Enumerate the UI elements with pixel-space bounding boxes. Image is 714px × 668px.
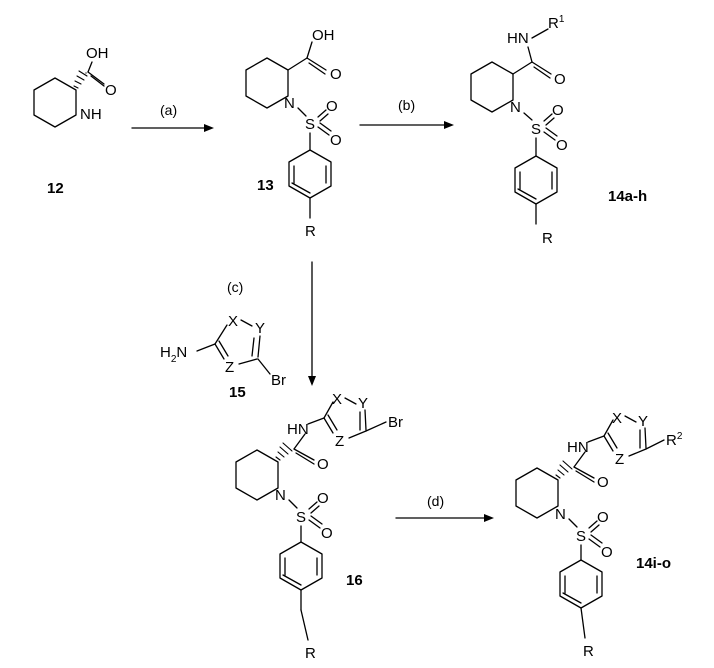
compound-13-structure: OH O N S O O R xyxy=(245,27,342,240)
condition-b: (b) xyxy=(398,97,415,113)
atom-oh-12: OH xyxy=(86,45,109,62)
condition-d: (d) xyxy=(427,493,444,509)
atom-n-13: N xyxy=(284,95,295,112)
atom-n-14ah: N xyxy=(510,99,521,116)
atom-oh-13: OH xyxy=(312,27,335,44)
atom-x-16: X xyxy=(332,391,342,408)
atom-o-14ah-b: O xyxy=(552,102,564,119)
atom-o-13: O xyxy=(330,66,342,83)
atom-n-14io: N xyxy=(555,506,566,523)
compound-label-14a-h: 14a-h xyxy=(608,188,647,205)
atom-r1-14ah: R1 xyxy=(548,14,565,32)
atom-o-16: O xyxy=(317,456,329,473)
atom-s-16: S xyxy=(296,509,306,526)
atom-y-15: Y xyxy=(255,320,265,337)
atom-o-13c: O xyxy=(330,132,342,149)
atom-h2n-15: H2N xyxy=(160,344,187,365)
atom-z-14io: Z xyxy=(615,451,624,468)
atom-hn-14ah: HN xyxy=(507,30,529,47)
atom-s-14ah: S xyxy=(531,121,541,138)
compound-label-15: 15 xyxy=(229,384,246,401)
compound-14a-h-structure: HN R1 O N S O O R xyxy=(470,14,568,247)
atom-r-14ah: R xyxy=(542,230,553,247)
atom-o-14io-b: O xyxy=(597,509,609,526)
condition-c: (c) xyxy=(227,279,243,295)
arrow-c xyxy=(308,261,316,386)
atom-o-13b: O xyxy=(326,98,338,115)
compound-16-structure: O HN X Y Z Br N S O O R xyxy=(235,391,403,662)
atom-br-15: Br xyxy=(271,372,286,389)
atom-o-14ah: O xyxy=(554,71,566,88)
atom-n-16: N xyxy=(275,487,286,504)
atom-y-16: Y xyxy=(358,395,368,412)
atom-r-16: R xyxy=(305,645,316,662)
atom-nh-12: NH xyxy=(80,106,102,123)
atom-r2-14io: R2 xyxy=(666,431,683,449)
atom-hn-16: HN xyxy=(287,421,309,438)
compound-14i-o-structure: O HN X Y Z R2 N S O O R xyxy=(515,410,683,660)
atom-o-14io-c: O xyxy=(601,544,613,561)
atom-br-16: Br xyxy=(388,414,403,431)
atom-hn-14io: HN xyxy=(567,439,589,456)
arrow-a xyxy=(131,124,214,132)
atom-s-14io: S xyxy=(576,528,586,545)
compound-12-structure: OH O NH xyxy=(33,45,117,128)
atom-o-14io: O xyxy=(597,474,609,491)
compound-label-16: 16 xyxy=(346,572,363,589)
compound-15-structure: H2N X Y Z Br xyxy=(160,313,286,389)
compound-label-14i-o: 14i-o xyxy=(636,555,671,572)
compound-label-12: 12 xyxy=(47,180,64,197)
atom-r-13: R xyxy=(305,223,316,240)
arrow-d xyxy=(395,514,494,522)
atom-y-14io: Y xyxy=(638,413,648,430)
atom-s-13: S xyxy=(305,116,315,133)
arrow-b xyxy=(359,121,454,129)
atom-x-15: X xyxy=(228,313,238,330)
condition-a: (a) xyxy=(160,102,177,118)
atom-o-16-c: O xyxy=(321,525,333,542)
atom-z-15: Z xyxy=(225,359,234,376)
atom-z-16: Z xyxy=(335,433,344,450)
atom-o-14ah-c: O xyxy=(556,137,568,154)
compound-label-13: 13 xyxy=(257,177,274,194)
atom-r-14io: R xyxy=(583,643,594,660)
atom-o-12: O xyxy=(105,82,117,99)
atom-o-16-b: O xyxy=(317,490,329,507)
atom-x-14io: X xyxy=(612,410,622,427)
